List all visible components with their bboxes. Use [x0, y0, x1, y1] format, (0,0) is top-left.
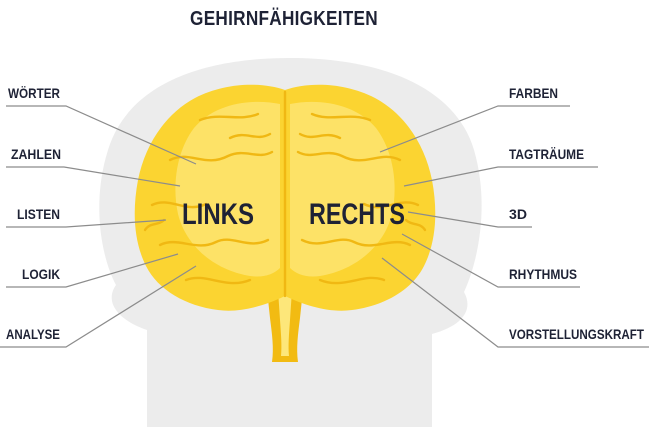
- diagram-title: GEHIRNFÄHIGKEITEN: [190, 8, 378, 30]
- right-hemisphere-label: RECHTS: [309, 198, 405, 231]
- label-zahlen: ZAHLEN: [11, 146, 61, 162]
- right-leader-lines: [379, 105, 649, 348]
- leader-rhythmus: [401, 233, 580, 288]
- leader-analyse: [0, 265, 197, 348]
- brain-stem-highlight: [278, 290, 292, 356]
- label-rhythmus: RHYTHMUS: [509, 266, 577, 282]
- leader-logik: [6, 253, 179, 288]
- left-hemisphere-label: LINKS: [182, 198, 254, 231]
- leader-tagtraeume: [403, 166, 598, 187]
- label-analyse: ANALYSE: [6, 326, 60, 342]
- leader-woerter: [6, 105, 197, 165]
- leader-vorstellungskraft: [381, 257, 649, 348]
- left-inner-lobe: [175, 101, 280, 277]
- leader-3d: [407, 211, 532, 228]
- leader-farben: [379, 105, 570, 153]
- label-farben: FARBEN: [509, 85, 558, 101]
- leader-zahlen: [6, 166, 181, 187]
- label-3d: 3D: [509, 206, 527, 222]
- brain-folds: [143, 90, 427, 298]
- label-tagtraeume: TAGTRÄUME: [509, 146, 584, 162]
- left-leader-lines: [0, 105, 197, 348]
- right-inner-lobe: [290, 101, 395, 277]
- label-logik: LOGIK: [22, 266, 60, 282]
- label-vorstellungskraft: VORSTELLUNGSKRAFT: [509, 326, 644, 342]
- leader-listen: [6, 219, 167, 228]
- label-listen: LISTEN: [17, 206, 60, 222]
- label-woerter: WÖRTER: [8, 85, 60, 101]
